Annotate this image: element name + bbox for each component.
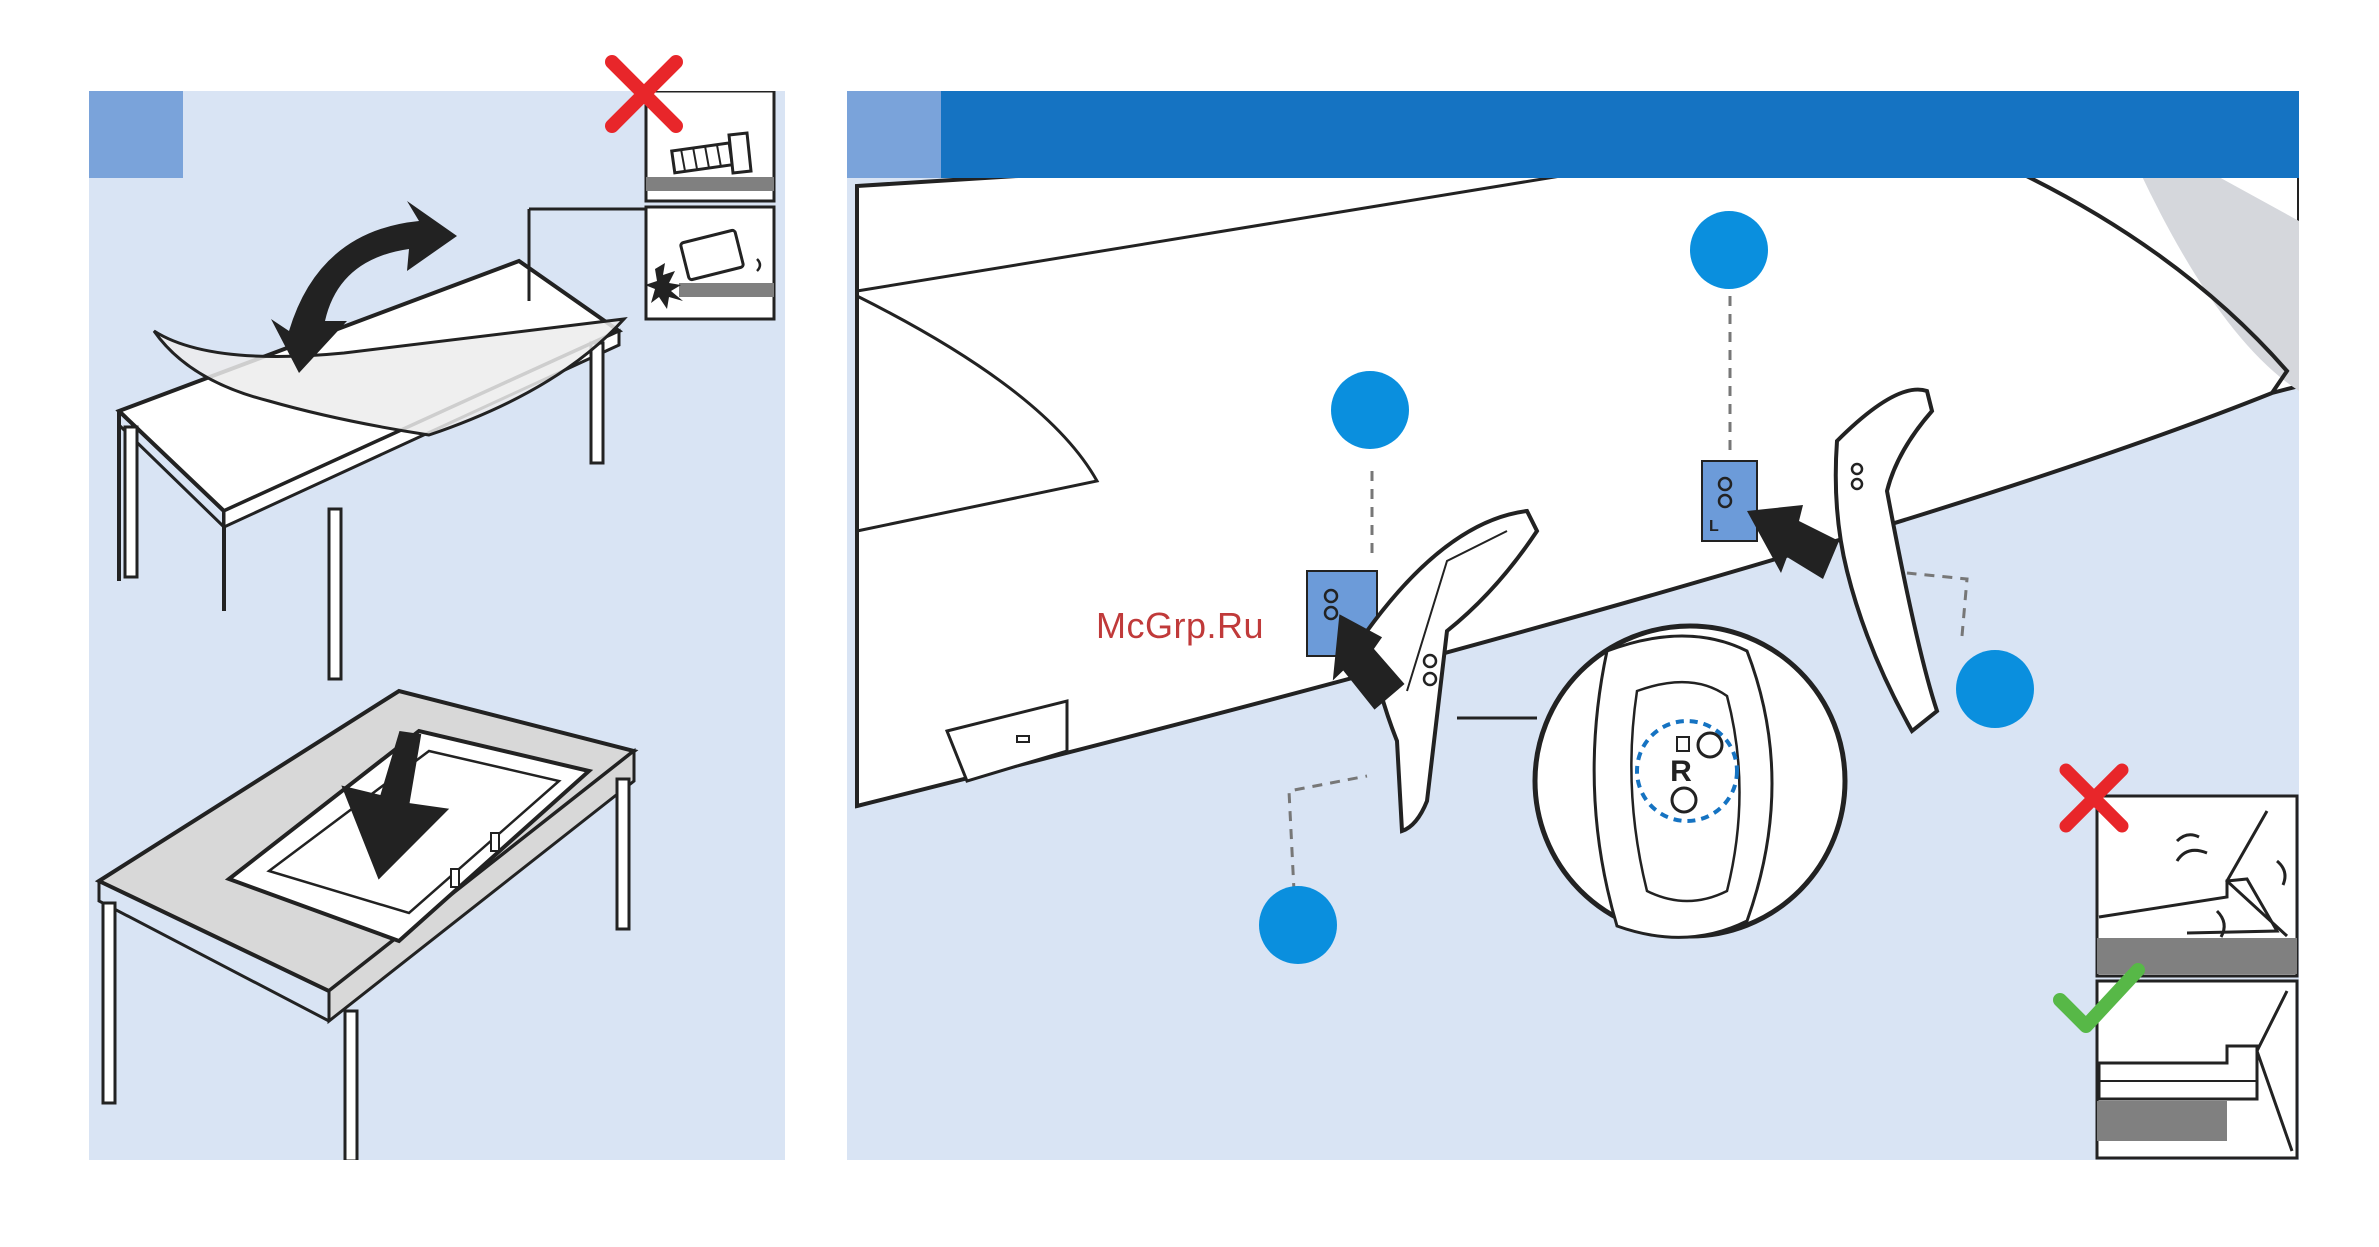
callout-dot-2	[1690, 211, 1768, 289]
plate-label-l: L	[1709, 518, 1719, 535]
zoom-label-r: R	[1670, 755, 1692, 788]
header-bar	[941, 91, 2299, 178]
cross-icon-inset	[2056, 760, 2136, 840]
callout-dot-4	[1956, 650, 2034, 728]
left-illustration	[89, 91, 785, 1160]
scene-tv-face-down	[99, 691, 634, 1160]
step-badge-right	[847, 91, 941, 178]
damaged-screen-inset	[645, 207, 774, 319]
callout-dot-1	[1331, 371, 1409, 449]
scene-table-blanket	[119, 201, 646, 679]
zoom-detail: R	[1535, 626, 1845, 937]
check-icon	[2050, 960, 2150, 1040]
left-panel	[89, 91, 785, 1160]
callout-dot-3	[1259, 886, 1337, 964]
cross-icon	[604, 54, 684, 134]
mount-plate-left: L	[1702, 461, 1757, 541]
watermark: McGrp.Ru	[1096, 605, 1264, 647]
